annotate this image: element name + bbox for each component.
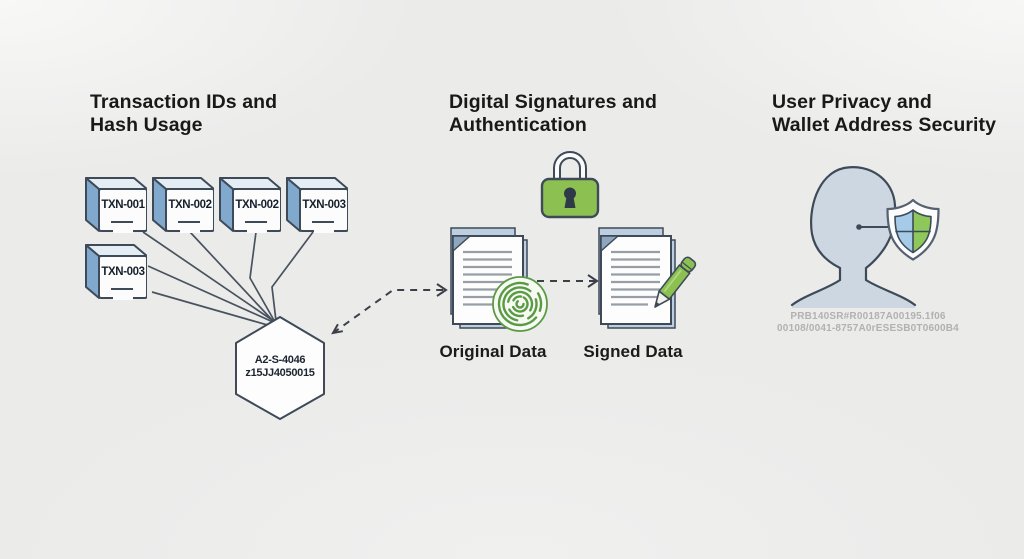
transactions-title-line2: Hash Usage [90,114,203,137]
transaction-cube: TXN-003 [85,244,147,300]
padlock-icon [540,151,600,219]
original-data-label: Original Data [439,342,547,361]
signatures-title: Digital Signatures and Authentication [449,91,657,138]
transactions-title-line1: Transaction IDs and [90,91,278,113]
user-silhouette-icon [790,166,917,308]
wallet-address-text: PRB140SR#R00187A00195.1f06 00108/0041-87… [748,311,988,335]
signatures-title-line2: Authentication [449,114,587,137]
transactions-title: Transaction IDs and Hash Usage [90,91,277,138]
cube-icon [85,177,147,233]
dashed-arrow-hash-to-original [331,283,448,335]
privacy-title-line2: Wallet Address Security [772,114,997,137]
hash-value-line1: A2-S-4046 [254,354,306,366]
fingerprint-icon [492,276,548,332]
signatures-title-line1: Digital Signatures and [449,91,658,113]
signed-data-label: Signed Data [583,342,683,361]
cube-label: TXN-002 [168,198,212,211]
hash-value: A2-S-4046 z15JJ4050015 [234,315,326,419]
shield-icon [886,198,940,261]
text-lines [611,250,660,306]
privacy-title: User Privacy and Wallet Address Security [772,91,996,138]
cube-icon [152,177,214,233]
signed-data-document [598,227,697,329]
hexagon-icon [235,316,325,420]
wallet-address-line1: PRB140SR#R00187A00195.1f06 [790,311,946,322]
cube-label: TXN-003 [302,198,346,211]
transaction-cube: TXN-003 [286,177,348,233]
transaction-cube: TXN-001 [85,177,147,233]
cube-icon [219,177,281,233]
cube-label: TXN-001 [101,198,145,211]
original-data-document [450,227,548,332]
face-to-shield-line [856,224,893,230]
privacy-title-line1: User Privacy and [772,91,932,113]
hash-value-line2: z15JJ4050015 [245,367,315,379]
hash-connector-lines [142,231,314,327]
pencil-icon [654,256,697,308]
hash-hexagon: A2-S-4046 z15JJ4050015 [234,315,326,421]
wallet-address-line2: 00108/0041-8757A0rESESB0T0600B4 [777,323,959,334]
cube-icon [85,244,147,300]
cube-label: TXN-002 [235,198,279,211]
cube-icon [286,177,348,233]
transaction-cube: TXN-002 [152,177,214,233]
transaction-cube: TXN-002 [219,177,281,233]
cube-label: TXN-003 [101,265,145,278]
